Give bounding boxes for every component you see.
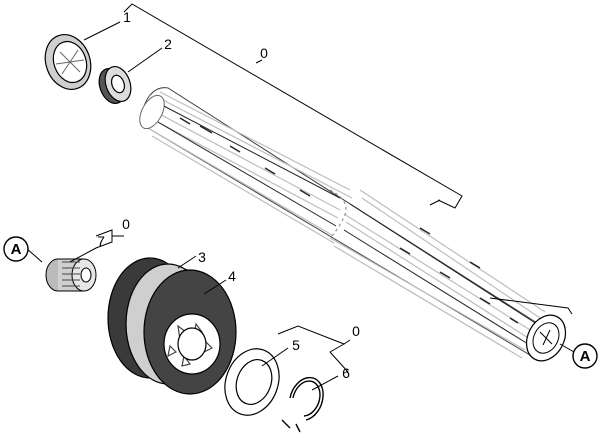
callout-7: 7	[97, 233, 105, 249]
part-1-nut	[44, 34, 92, 90]
part-6-circlip	[281, 376, 324, 433]
callout-1: 1	[123, 9, 131, 25]
callout-0-top: 0	[260, 45, 268, 61]
leader-lines	[25, 3, 575, 391]
brush-roller	[139, 87, 567, 362]
part-2-bearing	[98, 65, 132, 105]
callout-0-mid: 0	[122, 216, 130, 232]
reference-a-right: A	[572, 343, 598, 369]
part-7-pinion	[45, 258, 97, 292]
callout-4: 4	[228, 268, 236, 284]
reference-a-left: A	[3, 236, 29, 262]
callout-0-low: 0	[352, 323, 360, 339]
callout-5: 5	[292, 337, 300, 353]
ref-a-left-text: A	[11, 241, 22, 258]
callout-labels: 1 2 0 7 0 3 4 0 5 6	[97, 9, 360, 381]
ref-a-right-text: A	[580, 348, 591, 365]
callout-6: 6	[342, 365, 350, 381]
part-3-4-drum	[107, 257, 237, 395]
callout-2: 2	[164, 36, 172, 52]
callout-3: 3	[198, 249, 206, 265]
part-5-washer	[224, 348, 280, 416]
